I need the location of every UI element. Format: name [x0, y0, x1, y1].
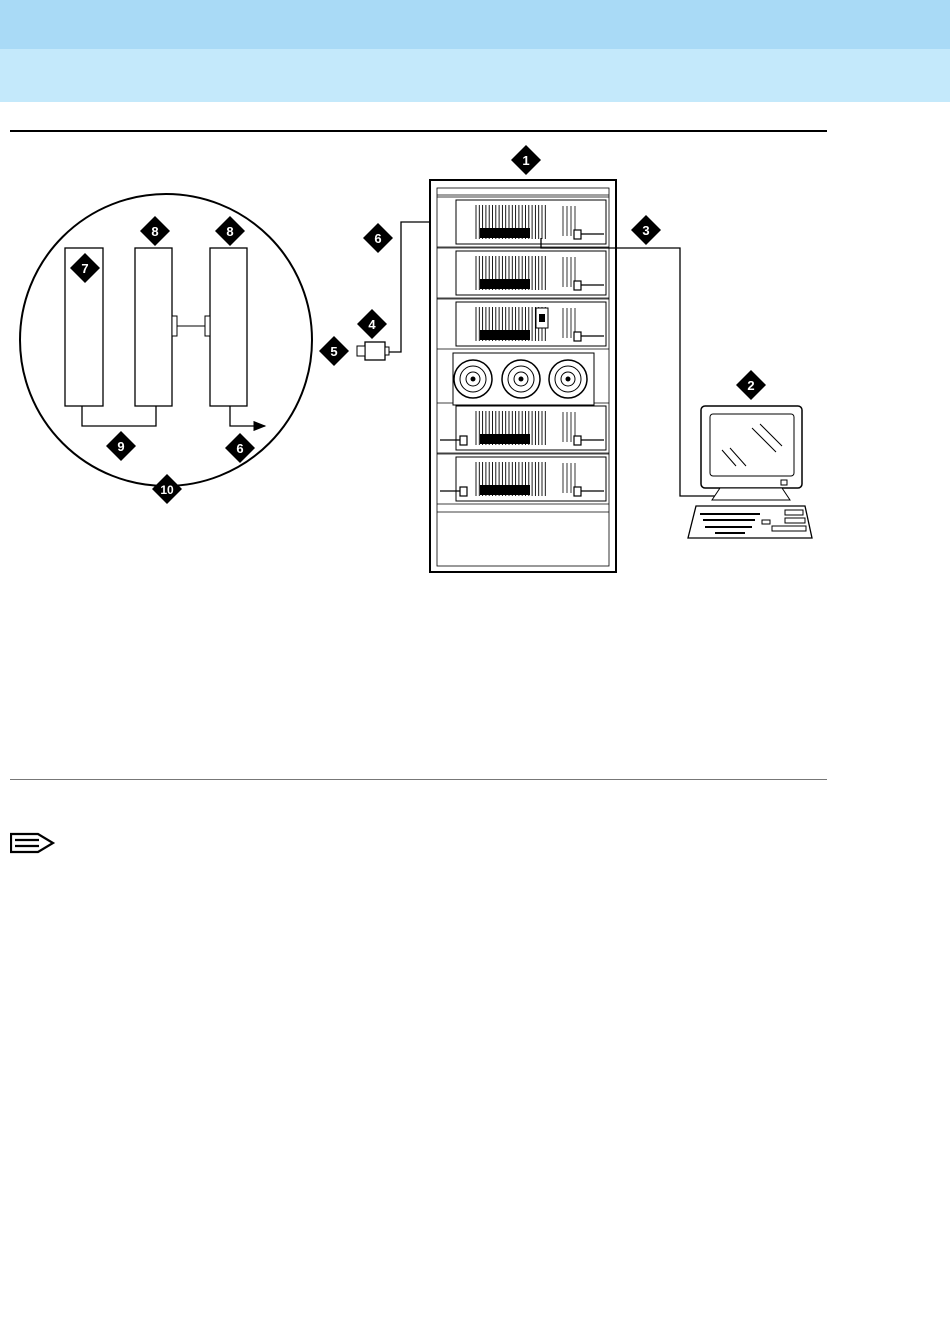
header-band-top	[0, 0, 950, 49]
callout-3: 3	[631, 215, 661, 245]
header-band-bottom	[0, 49, 950, 102]
note-pencil-icon	[10, 832, 56, 854]
svg-text:5: 5	[330, 344, 337, 359]
section-rule	[10, 779, 827, 780]
cabinet-connection-diagram: 1 2 3 4 5 6 6 7 8 8 9 10	[0, 140, 950, 585]
circuit-pack-icon	[536, 308, 548, 328]
svg-text:6: 6	[236, 441, 243, 456]
svg-text:6: 6	[374, 231, 381, 246]
carrier-shelf	[437, 248, 609, 298]
svg-text:4: 4	[368, 317, 376, 332]
magnified-detail-circle	[20, 194, 312, 486]
svg-text:9: 9	[117, 439, 124, 454]
svg-text:7: 7	[81, 261, 88, 276]
carrier-shelf	[437, 197, 609, 247]
terminal-icon	[688, 406, 812, 538]
carrier-shelf	[437, 299, 609, 349]
callout-6-top: 6	[363, 223, 393, 253]
cabinet-icon	[430, 180, 616, 572]
callout-4: 4	[357, 309, 387, 339]
top-rule	[10, 130, 827, 132]
connector-icon	[357, 342, 389, 360]
svg-text:1: 1	[522, 153, 529, 168]
callout-1: 1	[511, 145, 541, 175]
callout-2: 2	[736, 370, 766, 400]
svg-text:8: 8	[151, 224, 158, 239]
carrier-shelf	[437, 454, 609, 504]
ground-cable	[385, 222, 430, 352]
svg-text:10: 10	[160, 483, 174, 497]
carrier-shelf	[437, 403, 609, 453]
svg-text:8: 8	[226, 224, 233, 239]
circuit-pack-icon	[210, 248, 247, 406]
callout-5: 5	[319, 336, 349, 366]
fan-icon	[454, 360, 587, 398]
svg-text:2: 2	[747, 378, 754, 393]
svg-text:3: 3	[642, 223, 649, 238]
circuit-pack-icon	[135, 248, 172, 406]
